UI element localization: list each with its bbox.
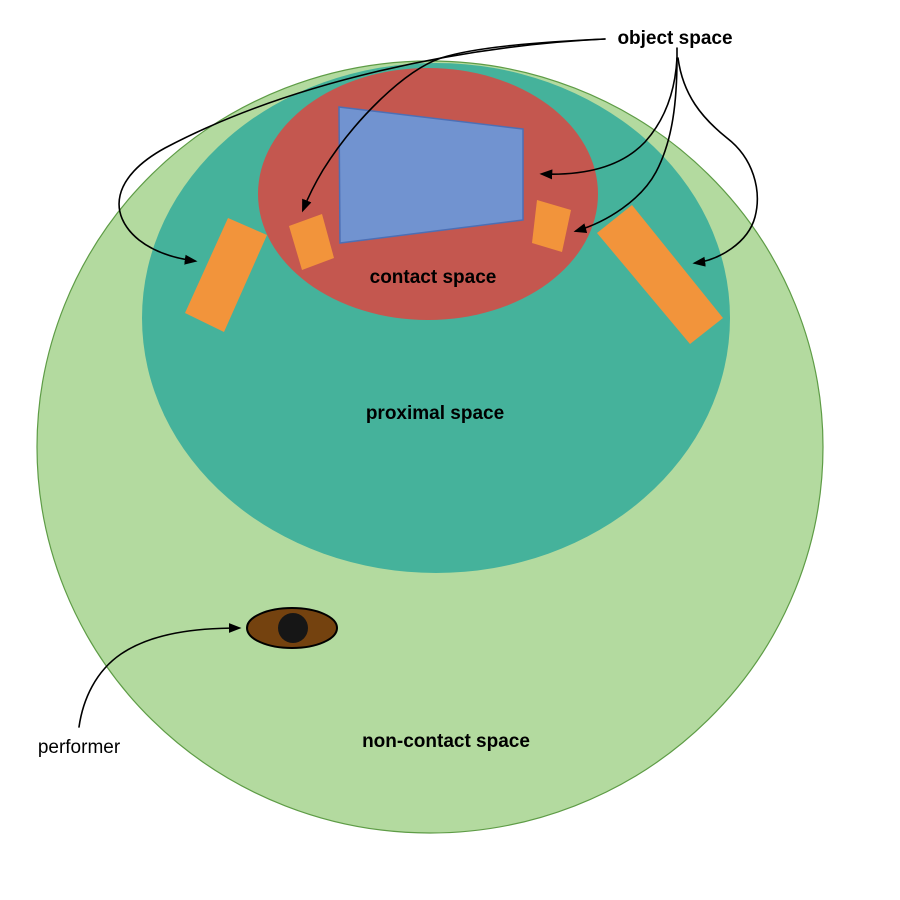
performer-label: performer	[38, 737, 121, 758]
performer-pupil-icon	[278, 613, 308, 643]
contact-space-label: contact space	[370, 267, 497, 288]
arrow-performer-to-eye	[78, 623, 242, 728]
proximal-space-label: proximal space	[366, 403, 504, 424]
non-contact-space-label: non-contact space	[362, 731, 530, 752]
screen-object	[338, 106, 524, 244]
device-wedge-left-icon	[289, 214, 334, 270]
arrow-object-to-right-wedge	[573, 57, 678, 233]
arrow-object-to-screen	[539, 57, 678, 180]
arrow-object-to-left-wedge	[302, 38, 606, 213]
device-wedge-right-icon	[532, 200, 571, 252]
device-bar-left-icon	[185, 218, 267, 332]
arrow-object-to-left-bar	[118, 38, 606, 265]
device-bar-right-icon	[597, 205, 723, 344]
arrow-object-to-right-bar	[677, 57, 759, 267]
object-space-label: object space	[617, 28, 732, 49]
